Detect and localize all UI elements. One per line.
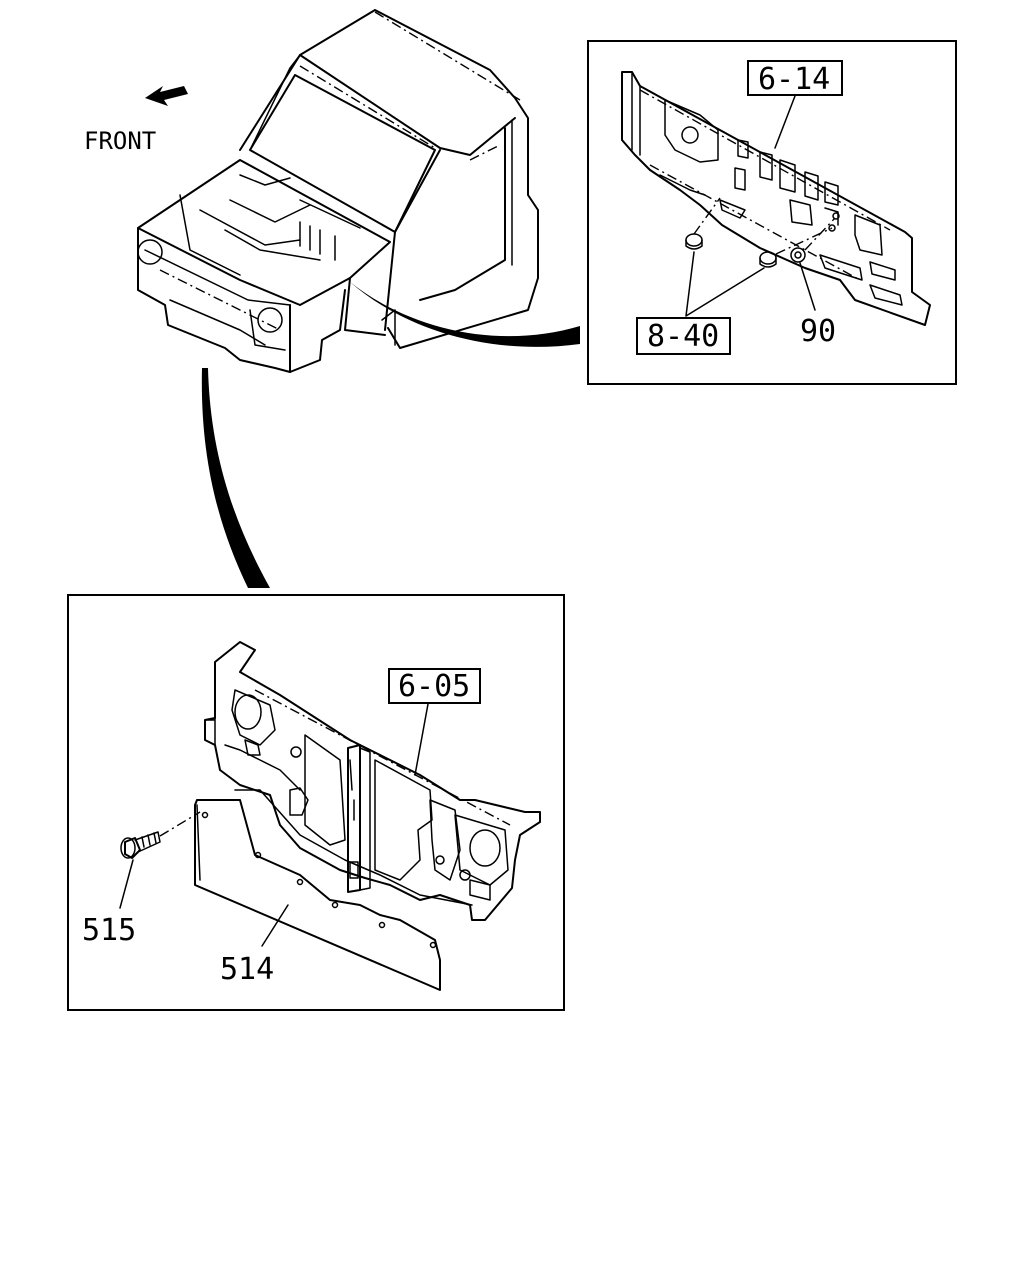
front-label: FRONT	[84, 127, 156, 155]
ref-8-40-leader	[685, 251, 765, 317]
leader-to-front-panel	[201, 368, 270, 588]
dash-panel-inset	[587, 40, 957, 385]
front-arrow-icon	[145, 86, 188, 106]
part-90-label: 90	[800, 314, 836, 349]
ref-6-05-leader	[414, 703, 429, 776]
part-515-label: 515	[82, 913, 136, 948]
ref-8-40-label: 8-40	[647, 319, 719, 354]
ref-6-05-label: 6-05	[398, 669, 470, 704]
ref-6-14-box	[747, 60, 843, 96]
front-panel-inset	[67, 594, 565, 1011]
part-514-leader	[261, 904, 289, 947]
part-90-leader	[799, 262, 816, 311]
ref-6-14-label: 6-14	[758, 62, 830, 97]
ref-8-40-box	[636, 317, 731, 355]
leader-to-dash-panel	[350, 282, 580, 347]
ref-6-05-box	[388, 668, 481, 704]
cab-body-illustration	[137, 9, 539, 373]
ref-6-14-leader	[774, 95, 796, 149]
part-514-label: 514	[220, 952, 274, 987]
part-515-leader	[119, 859, 134, 909]
